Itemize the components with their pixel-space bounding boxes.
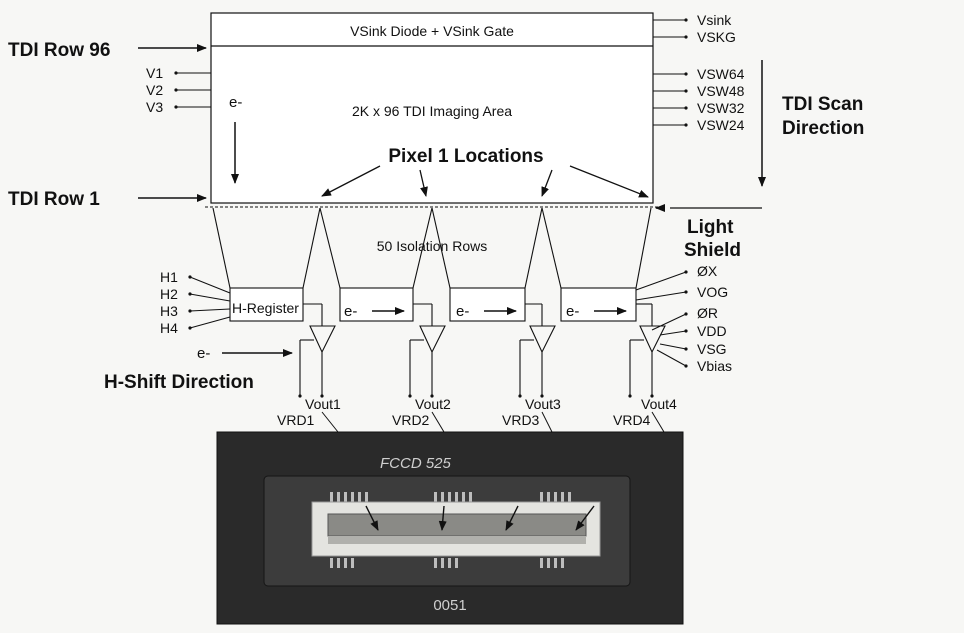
pin-vrd2: VRD2 — [392, 412, 430, 428]
pin-vsink: Vsink — [697, 12, 732, 28]
isolation-rows-label: 50 Isolation Rows — [377, 238, 488, 254]
h-shift-label: H-Shift Direction — [104, 372, 254, 393]
output-amp-1 — [309, 325, 336, 354]
pin-vskg: VSKG — [697, 29, 736, 45]
pin-h1: H1 — [160, 269, 178, 285]
pin-h4: H4 — [160, 320, 178, 336]
segment-4-electron: e- — [566, 303, 579, 320]
pin-vbias: Vbias — [697, 358, 732, 374]
pin-vout2: Vout2 — [415, 396, 451, 412]
tdi-scan-label-1: TDI Scan — [782, 94, 863, 115]
tdi-scan-label-2: Direction — [782, 118, 864, 139]
pin-vout4: Vout4 — [641, 396, 677, 412]
pin-vdd: VDD — [697, 323, 727, 339]
light-shield-label-1: Light — [687, 217, 734, 238]
h-clock-pins: H1 H2 H3 H4 — [160, 269, 231, 336]
pin-vsw64: VSW64 — [697, 66, 745, 82]
vsink-box-label: VSink Diode + VSink Gate — [350, 23, 514, 39]
chip-photo: FCCD 525 — [216, 431, 684, 625]
chip-name: FCCD 525 — [380, 455, 452, 472]
output-control-pins: ØX VOG ØR VDD VSG Vbias — [635, 263, 732, 374]
pin-vsw48: VSW48 — [697, 83, 745, 99]
pin-vsg: VSG — [697, 341, 727, 357]
vsw-pins: VSW64 VSW48 VSW32 VSW24 — [653, 66, 745, 133]
pin-v3: V3 — [146, 99, 163, 115]
imaging-electron-label: e- — [229, 94, 242, 111]
output-amplifiers — [299, 303, 666, 396]
segment-3-electron: e- — [456, 303, 469, 320]
output-pin-labels: Vout1 Vout2 Vout3 Vout4 VRD1 VRD2 VRD3 V… — [277, 396, 677, 428]
tdi-row-1-label: TDI Row 1 — [8, 189, 100, 210]
imaging-area-label: 2K x 96 TDI Imaging Area — [352, 103, 512, 119]
chip-serial: 0051 — [433, 597, 466, 614]
h-register: H-Register e- e- e- — [229, 287, 637, 322]
pin-v1: V1 — [146, 65, 163, 81]
segment-2-electron: e- — [344, 303, 357, 320]
pin-vrd1: VRD1 — [277, 412, 315, 428]
pin-vrd4: VRD4 — [613, 412, 651, 428]
vsink-pins: Vsink VSKG — [653, 12, 736, 45]
v-clock-pins: V1 V2 V3 — [146, 65, 211, 115]
h-shift-electron: e- — [197, 345, 210, 362]
pin-vsw32: VSW32 — [697, 100, 745, 116]
pin-vrd3: VRD3 — [502, 412, 540, 428]
h-register-segment-3 — [449, 287, 526, 322]
pixel1-label: Pixel 1 Locations — [388, 146, 543, 167]
pin-vout3: Vout3 — [525, 396, 561, 412]
tdi-row-96-label: TDI Row 96 — [8, 40, 110, 61]
output-amp-2 — [419, 325, 446, 354]
output-pin-dots — [298, 394, 654, 398]
imaging-block — [210, 12, 654, 204]
pin-h2: H2 — [160, 286, 178, 302]
chip-sensor-array — [327, 513, 587, 537]
pin-v2: V2 — [146, 82, 163, 98]
isolation-tapers — [212, 207, 652, 289]
chip-bond-pads-bottom — [330, 558, 564, 568]
light-shield-label-2: Shield — [684, 240, 741, 261]
pin-h3: H3 — [160, 303, 178, 319]
h-register-label: H-Register — [232, 300, 299, 316]
chip-bond-pads-top — [330, 492, 571, 502]
pin-phi-r: ØR — [697, 305, 718, 321]
pin-vout1: Vout1 — [305, 396, 341, 412]
pin-vsw24: VSW24 — [697, 117, 745, 133]
pin-phi-x: ØX — [697, 263, 718, 279]
pin-vog: VOG — [697, 284, 728, 300]
output-amp-3 — [529, 325, 556, 354]
